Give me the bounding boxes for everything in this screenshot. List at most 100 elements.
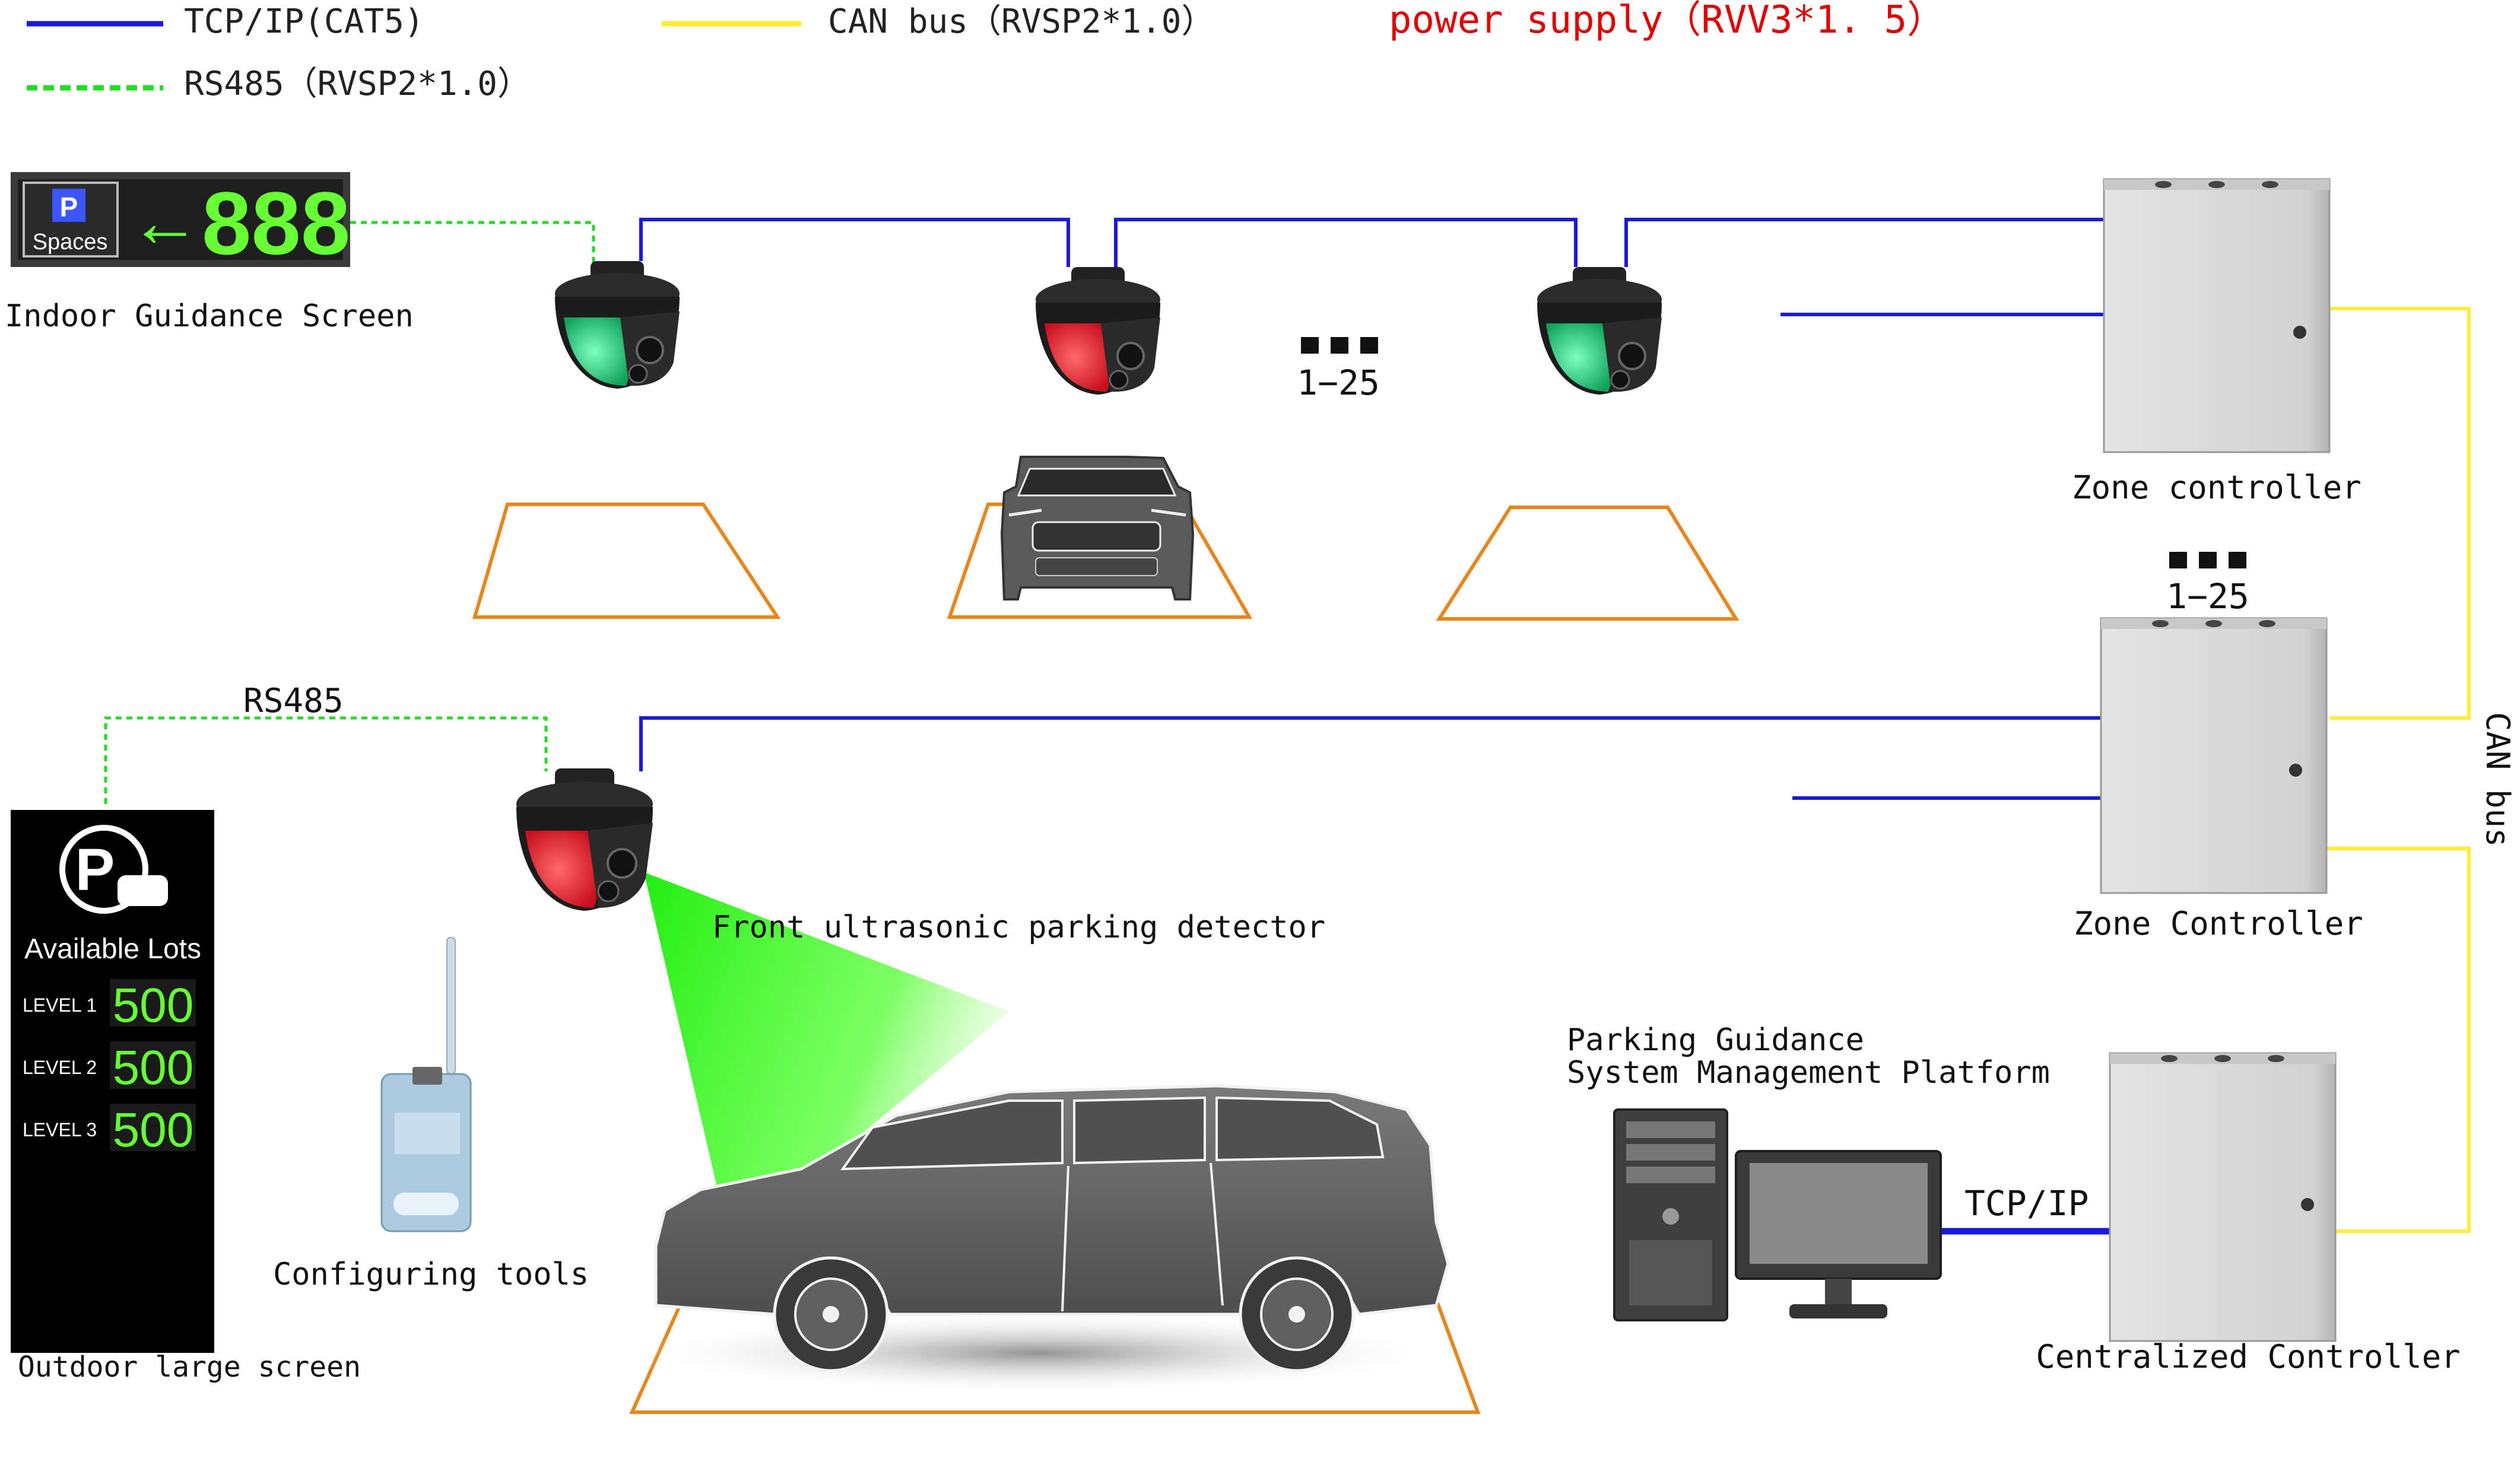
legend-power-text: power supply（RVV3*1. 5） (1389, 0, 1945, 42)
sensor-eye (1109, 370, 1129, 390)
range-indicator-mid: 1−25 (2166, 552, 2249, 617)
ellipsis-square (1360, 337, 1378, 354)
antenna (446, 937, 456, 1075)
pc-tower-bay (1626, 1121, 1715, 1138)
pc-tower-bay (1626, 1144, 1715, 1161)
ellipsis-square (2199, 552, 2217, 568)
cabinet-body (2103, 178, 2331, 453)
power-button-icon (1662, 1208, 1679, 1225)
ellipsis-square (2229, 552, 2246, 568)
green-lens (564, 317, 631, 386)
cabinet-lock-icon (2293, 326, 2306, 339)
detector-green-1 (555, 261, 680, 389)
outdoor-screen-label: Outdoor large screen (18, 1350, 361, 1384)
tcp-ip-label: TCP/IP (1964, 1183, 2089, 1224)
p-badge (52, 189, 85, 222)
can-cable-zone1 (2329, 307, 2471, 720)
outdoor-large-screen: P Available Lots LEVEL 1 500 LEVEL 2 500… (11, 810, 361, 1384)
level2-display (110, 1041, 196, 1089)
cabinet-knockout (2205, 620, 2222, 627)
legend: TCP/IP(CAT5) CAN bus（RVSP2*1.0） power su… (27, 0, 1945, 103)
config-device-connector (412, 1067, 442, 1085)
spaces-text: Spaces (33, 230, 108, 255)
sensor-eye (1618, 342, 1646, 370)
cabinet-lock-icon (2289, 764, 2302, 777)
parking-bay-1 (472, 503, 781, 619)
level1-display (110, 979, 196, 1027)
legend-rs485-text: RS485（RVSP2*1.0） (184, 65, 531, 103)
cables (104, 218, 2471, 1235)
indoor-guidance-screen: P Spaces ← 888 Indoor Guidance Screen (5, 172, 414, 334)
config-device-button (393, 1193, 459, 1215)
range-top-text: 1−25 (1297, 363, 1380, 403)
legend-tcp-text: TCP/IP(CAT5) (184, 2, 424, 41)
car-front-plate-area (1035, 557, 1158, 576)
front-ultrasonic-detector (516, 768, 653, 911)
cabinet-knockout (2262, 181, 2278, 188)
cabinet-body (2100, 617, 2328, 894)
can-bus-vertical-label: CAN bus (2479, 712, 2516, 847)
centralized-controller: Centralized Controller (2036, 1052, 2461, 1375)
level3-display (110, 1104, 196, 1151)
car-side-window-mid (1073, 1096, 1206, 1165)
car-side-window-rear (1215, 1096, 1385, 1162)
red-lens (1045, 323, 1112, 392)
indoor-screen-digits: 888 (202, 173, 350, 273)
monitor-base (1789, 1304, 1887, 1318)
zone2-label: Zone Controller (2074, 905, 2363, 942)
configuring-tool: Configuring tools (273, 937, 589, 1292)
hub (823, 1306, 839, 1323)
left-arrow-icon: ← (129, 182, 201, 262)
tcp-cable-top-3 (1624, 218, 2104, 267)
detector-green-2 (1537, 267, 1662, 395)
level1-label: LEVEL 1 (23, 994, 97, 1016)
parking-logo-icon: P (59, 825, 168, 914)
config-tool-label: Configuring tools (273, 1257, 589, 1292)
tcp-cable-top-2 (1114, 218, 1578, 267)
car-side-window-front (840, 1100, 1064, 1171)
level3-label: LEVEL 3 (23, 1119, 97, 1140)
car-front-headlight-left (1008, 509, 1042, 517)
cabinet-knockout (2161, 1055, 2178, 1062)
ellipsis-square (2169, 552, 2187, 568)
p-letter: P (60, 192, 78, 223)
ultrasonic-beam (644, 872, 1009, 1243)
logo-ring (59, 825, 148, 914)
cabinet-lock-icon (2301, 1198, 2314, 1211)
zone-controller-1: Zone controller (2072, 178, 2362, 506)
sensor-eye (1610, 370, 1630, 390)
car-front-view (1000, 456, 1195, 600)
detector-red-1 (1036, 267, 1160, 395)
hub (1288, 1306, 1305, 1323)
platform-label-line1: Parking Guidance (1567, 1022, 1864, 1058)
car-front-grille (1031, 521, 1161, 552)
parking-bay-3 (1436, 506, 1740, 621)
pc-tower (1613, 1108, 1728, 1321)
level2-value: 500 (113, 1041, 194, 1095)
central-label: Centralized Controller (2036, 1338, 2460, 1375)
logo-p: P (75, 837, 115, 903)
sensor-eye (628, 364, 648, 384)
cabinet-knockout (2155, 181, 2172, 188)
level1-value: 500 (113, 978, 194, 1032)
rs485-cable-outdoor (104, 716, 548, 804)
can-cable-zone2 (2321, 847, 2471, 1233)
monitor (1735, 1150, 1942, 1318)
front-detector-label: Front ultrasonic parking detector (712, 910, 1325, 945)
ellipsis-square (1331, 337, 1348, 354)
pc-tower-bay (1626, 1167, 1715, 1183)
monitor-neck (1825, 1279, 1852, 1305)
sensor-eye (597, 880, 620, 903)
rs485-label: RS485 (243, 682, 344, 720)
sensor-eye (607, 848, 637, 879)
red-lens (525, 831, 600, 908)
zone-controller-2: Zone Controller (2074, 617, 2363, 942)
tcp-cable-top-1 (639, 218, 1070, 267)
car-side-view (654, 1084, 1450, 1372)
cabinet-knockout (2208, 181, 2225, 188)
sensor-eye (636, 336, 664, 364)
ellipsis-square (1301, 337, 1319, 354)
cabinet-knockout (2214, 1055, 2231, 1062)
pc-tower-vent (1629, 1240, 1712, 1305)
